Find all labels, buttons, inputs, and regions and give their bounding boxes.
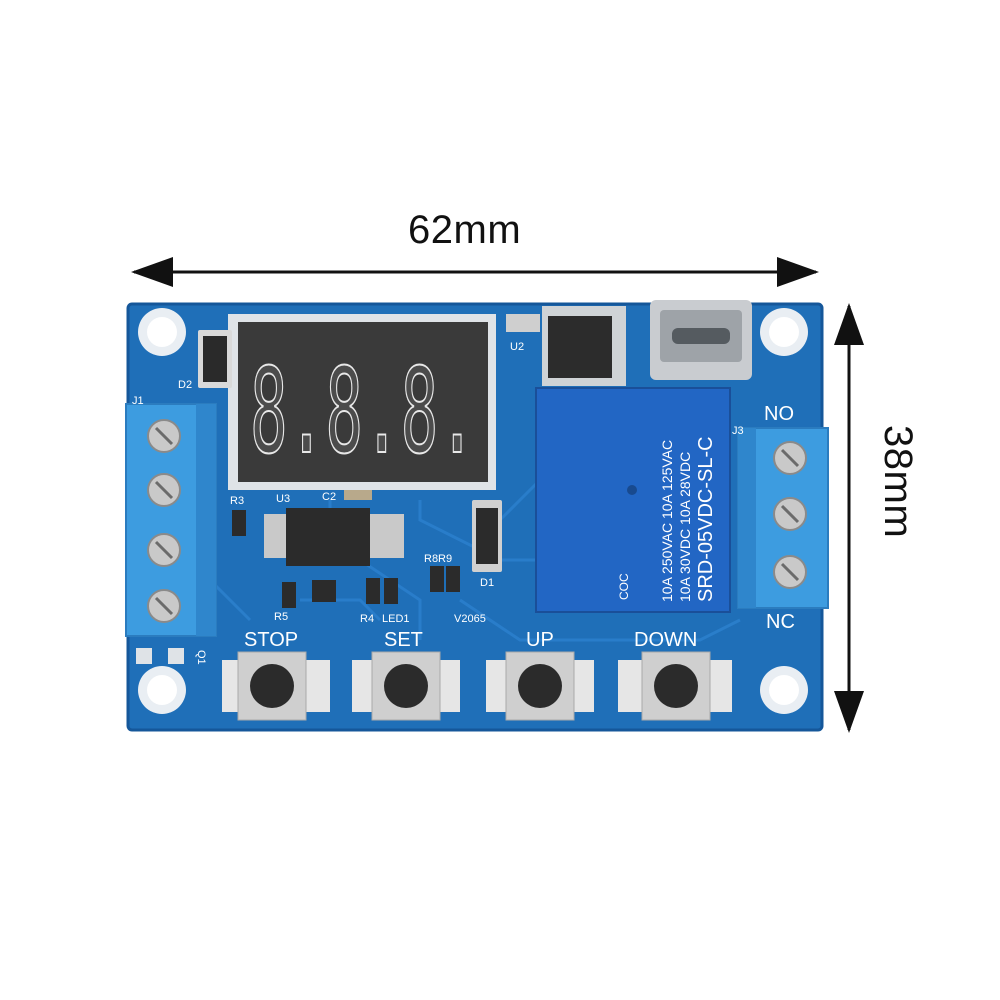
label-q1: Q1 [195,650,207,665]
label-d1: D1 [480,577,494,589]
mounting-hole [138,308,186,356]
label-r5: R5 [274,611,288,623]
mounting-hole [138,666,186,714]
diode-d2 [198,330,232,388]
relay-rating-ac: 10A 250VAC 10A 125VAC [659,440,675,602]
relay-model: SRD-05VDC-SL-C [695,436,717,602]
terminal-block-j1 [125,403,217,637]
mounting-hole [760,308,808,356]
label-d2: D2 [178,379,192,391]
terminal-block-j3 [737,427,829,609]
label-j1: J1 [132,395,144,407]
relay-cert: COC [617,573,631,600]
label-version: V2065 [454,613,486,625]
label-led1: LED1 [382,613,410,625]
width-dimension-label: 62mm [408,208,522,252]
button-label-down: DOWN [634,629,697,651]
button-label-up: UP [526,629,554,651]
mounting-hole [760,666,808,714]
label-c2: C2 [322,491,336,503]
label-r8r9: R8R9 [424,553,452,565]
diode-d1 [472,500,502,572]
label-u2: U2 [510,341,524,353]
label-j3: J3 [732,425,744,437]
button-label-stop: STOP [244,629,298,651]
usb-c-port [650,300,752,380]
stop-button[interactable] [222,651,330,721]
label-r4: R4 [360,613,374,625]
relay-rating-dc: 10A 30VDC 10A 28VDC [677,452,693,602]
down-button[interactable] [618,651,732,721]
label-r3: R3 [230,495,244,507]
relay: SRD-05VDC-SL-C 10A 250VAC 10A 125VAC 10A… [535,387,731,613]
set-button[interactable] [352,651,460,721]
seven-segment-display: 8.8.8. [228,314,496,490]
label-nc: NC [766,611,795,633]
display-digits: 8.8.8. [250,342,476,480]
button-label-set: SET [384,629,423,651]
optocoupler-u3 [264,508,404,566]
voltage-regulator-u2 [506,306,626,386]
label-u3: U3 [276,493,290,505]
label-no: NO [764,403,794,425]
up-button[interactable] [486,651,594,721]
